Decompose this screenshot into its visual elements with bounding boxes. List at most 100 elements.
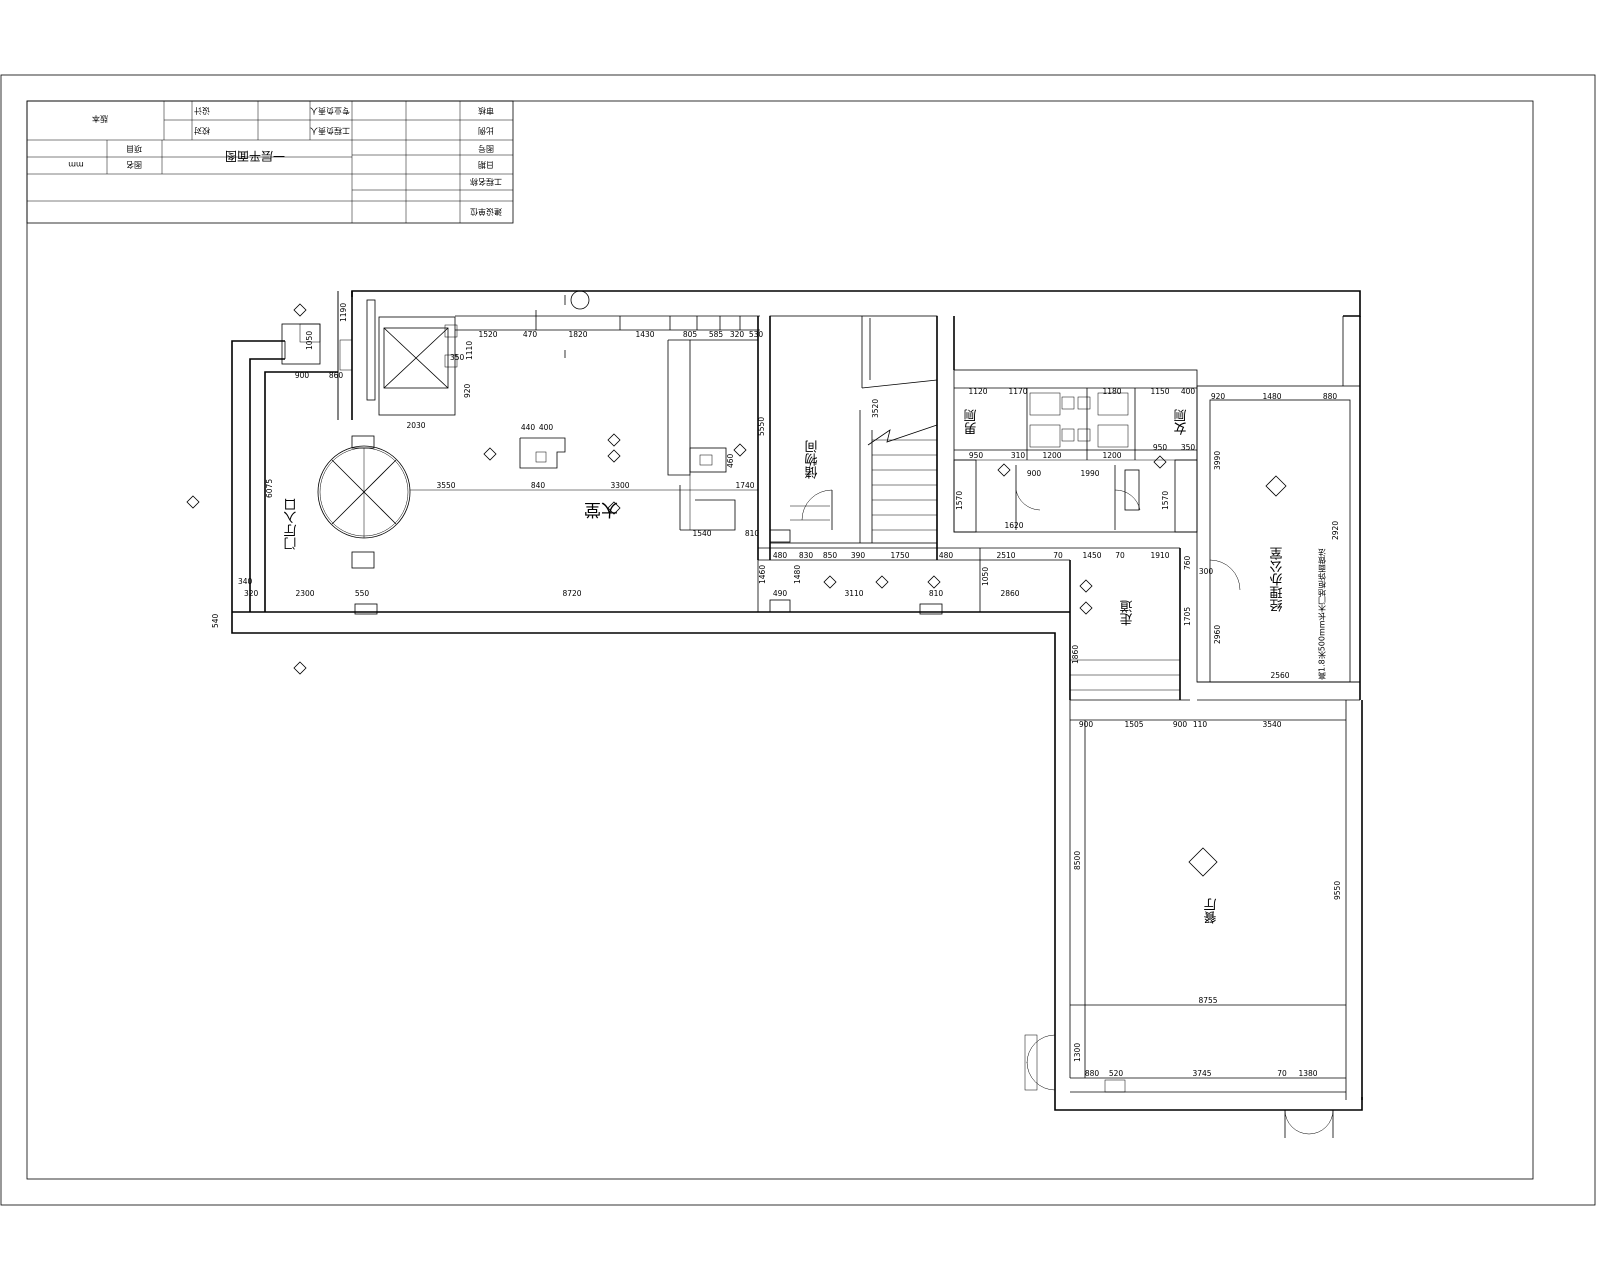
dim-wcm-0: 950 bbox=[969, 451, 984, 460]
dim-elev-3: 350 bbox=[450, 353, 465, 362]
dim-off-0: 920 bbox=[1211, 392, 1226, 401]
light-icon bbox=[607, 501, 621, 515]
dim-rec-3: 810 bbox=[745, 529, 760, 538]
dim-rt-3: 110 bbox=[1193, 720, 1208, 729]
staircase bbox=[790, 410, 938, 543]
dim-off-2: 880 bbox=[1323, 392, 1338, 401]
dim-wcm-5: 350 bbox=[1181, 443, 1196, 452]
dim-corv-4: 1860 bbox=[1071, 645, 1080, 664]
room-corridor-label: 走道 bbox=[1120, 600, 1136, 626]
dim-cor1-6: 2510 bbox=[996, 551, 1015, 560]
dim-cor1-9: 70 bbox=[1115, 551, 1125, 560]
dim-wcl-1: 1620 bbox=[1004, 521, 1023, 530]
dim-cor1-7: 70 bbox=[1053, 551, 1063, 560]
dim-top-0: 1520 bbox=[478, 330, 497, 339]
dim-rec-1: 400 bbox=[539, 423, 554, 432]
dim-top-1: 470 bbox=[523, 330, 538, 339]
inner-frame bbox=[26, 100, 1534, 1180]
light-icon bbox=[1079, 579, 1093, 593]
dim-top-7: 530 bbox=[749, 330, 764, 339]
dim-off-1: 1480 bbox=[1262, 392, 1281, 401]
dim-off-3: 3990 bbox=[1213, 451, 1222, 470]
dim-cor1-0: 480 bbox=[773, 551, 788, 560]
light-icon bbox=[293, 303, 307, 317]
dim-cor1-2: 850 bbox=[823, 551, 838, 560]
dim-rt-2: 900 bbox=[1173, 720, 1188, 729]
dim-wcl-4: 900 bbox=[1027, 469, 1042, 478]
dim-rec-2: 1540 bbox=[692, 529, 711, 538]
dim-rt-0: 900 bbox=[1079, 720, 1094, 729]
dim-corv-1: 1480 bbox=[793, 565, 802, 584]
light-icon bbox=[733, 443, 747, 457]
dim-wct-0: 1120 bbox=[968, 387, 987, 396]
light-icon bbox=[823, 575, 837, 589]
tb-cell-drawing-name: 图名 bbox=[126, 160, 142, 170]
tb-cell-discipline-lead: 专业负责人 bbox=[310, 106, 350, 116]
dim-entry-left-1: 320 bbox=[244, 589, 259, 598]
dim-wcm-1: 310 bbox=[1011, 451, 1026, 460]
dim-cor2-0: 490 bbox=[773, 589, 788, 598]
dim-elev-4: 920 bbox=[463, 383, 472, 398]
dim-top-3: 1430 bbox=[635, 330, 654, 339]
dim-cor2-3: 2860 bbox=[1000, 589, 1019, 598]
tb-cell-project-name: 工程名称 bbox=[470, 177, 502, 187]
dim-rec-4: 460 bbox=[726, 453, 735, 468]
dim-lobby-0: 3550 bbox=[436, 481, 455, 490]
dim-entry-left-2: 540 bbox=[211, 613, 220, 628]
dim-cor1-3: 390 bbox=[851, 551, 866, 560]
dim-entry-left-0: 340 bbox=[238, 577, 253, 586]
room-entrance-label: 门厅入口 bbox=[284, 498, 300, 550]
light-icon bbox=[186, 495, 200, 509]
light-icon bbox=[1188, 847, 1218, 877]
light-icon bbox=[875, 575, 889, 589]
dim-wcl-3: 1570 bbox=[1161, 491, 1170, 510]
dim-rs-0: 8500 bbox=[1073, 851, 1082, 870]
dim-elev-2: 2030 bbox=[406, 421, 425, 430]
dim-wcm-3: 1200 bbox=[1102, 451, 1121, 460]
dim-rb-2: 520 bbox=[1109, 1069, 1124, 1078]
dim-cor1-4: 1750 bbox=[890, 551, 909, 560]
dim-rs-1: 9550 bbox=[1333, 881, 1342, 900]
dim-rb-1: 880 bbox=[1085, 1069, 1100, 1078]
dim-wcl-2: 1990 bbox=[1080, 469, 1099, 478]
dim-top-5: 585 bbox=[709, 330, 724, 339]
dim-off-4: 2920 bbox=[1331, 521, 1340, 540]
dim-corv-6: 760 bbox=[1183, 555, 1192, 570]
tb-cell-check: 校对 bbox=[194, 126, 210, 136]
light-icon bbox=[927, 575, 941, 589]
dim-rt-4: 3540 bbox=[1262, 720, 1281, 729]
dim-rb-0: 8755 bbox=[1198, 996, 1217, 1005]
dim-sv-0: 5550 bbox=[757, 417, 766, 436]
light-icon bbox=[293, 661, 307, 675]
dim-lobby-3: 1740 bbox=[735, 481, 754, 490]
dim-cor2-2: 810 bbox=[929, 589, 944, 598]
light-icon bbox=[1153, 455, 1167, 469]
tb-cell-number: 图号 bbox=[478, 144, 494, 153]
tb-cell-project-lead: 工程负责人 bbox=[310, 126, 350, 136]
light-icon bbox=[607, 433, 621, 447]
dim-corv-5: 300 bbox=[1199, 567, 1214, 576]
dim-entry-1: 550 bbox=[355, 589, 370, 598]
dim-top-6: 320 bbox=[730, 330, 745, 339]
dim-wct-2: 1180 bbox=[1102, 387, 1121, 396]
light-icon bbox=[1265, 475, 1287, 497]
tb-cell-scale: 比例 bbox=[478, 126, 494, 136]
dim-elev-5: 1110 bbox=[465, 341, 474, 360]
light-fixtures bbox=[186, 303, 1287, 877]
light-icon bbox=[607, 449, 621, 463]
lobby-furniture bbox=[281, 290, 943, 615]
light-icon bbox=[997, 463, 1011, 477]
elevator-shaft bbox=[378, 316, 456, 416]
dim-wct-1: 1170 bbox=[1008, 387, 1027, 396]
outer-border bbox=[0, 74, 1596, 1206]
title-block: 设计 校对 审核 比例 图号 日期 专业负责人 工程负责人 工程名称 建设单位 … bbox=[26, 100, 514, 224]
dim-rb-3: 3745 bbox=[1192, 1069, 1211, 1078]
dimensions: 1520 470 1820 1430 805 585 320 530 3550 … bbox=[211, 303, 1342, 1078]
dim-entry-vert-2: 1190 bbox=[339, 303, 348, 322]
tb-cell-version: 版本 bbox=[92, 114, 108, 124]
room-labels: 门厅入口 大堂 储物间 男厕 女厕 走道 经理办公室 餐厅 高1.8米500mm… bbox=[284, 409, 1327, 925]
dim-elev-1: 860 bbox=[329, 371, 344, 380]
light-icon bbox=[483, 447, 497, 461]
dim-cor1-10: 1910 bbox=[1150, 551, 1169, 560]
